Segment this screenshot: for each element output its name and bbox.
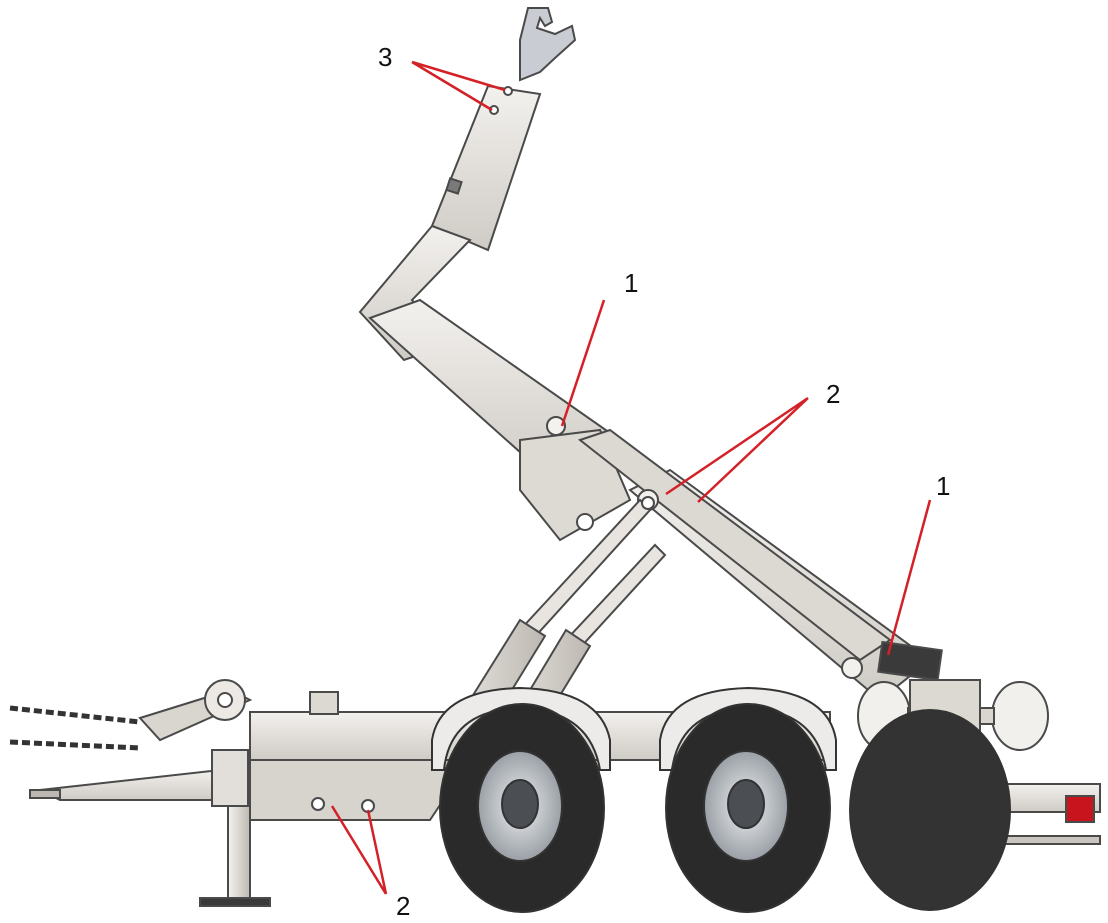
- boom-hole: [576, 513, 594, 531]
- leader-1-upper: [560, 299, 606, 427]
- callout-1-upper: 1: [624, 268, 638, 298]
- hook-column: [430, 84, 542, 252]
- tyre-far: [849, 709, 1011, 911]
- safety-chain-lower: [9, 739, 141, 751]
- hook-arm: [358, 7, 632, 542]
- leader-2-lower: [330, 805, 388, 895]
- callout-3: 3: [378, 42, 392, 72]
- rear-pivot: [841, 657, 863, 679]
- leader-3: [411, 60, 506, 112]
- grease-nipple: [503, 86, 513, 96]
- tail-light-right: [1065, 795, 1095, 823]
- chassis-lower-box: [249, 759, 472, 821]
- safety-chain-upper: [9, 705, 141, 725]
- support-leg-foot: [199, 897, 271, 907]
- leg-mount-plate: [211, 749, 249, 807]
- fender-front: [431, 686, 611, 771]
- hub-rear: [727, 779, 765, 829]
- boom-pivot-pin: [546, 416, 566, 436]
- chassis-bracket: [309, 691, 339, 715]
- rear-roller-bracket: [877, 640, 943, 682]
- leader-1-lower: [886, 499, 932, 656]
- tipping-frame: [577, 428, 943, 702]
- wheel-set: [431, 686, 1011, 913]
- callout-2-lower: 2: [396, 891, 410, 921]
- rear-roller-right: [991, 681, 1049, 751]
- cylinder-right-rod: [564, 543, 667, 652]
- drawbar-assembly: [9, 679, 271, 907]
- lower-grease-point: [311, 797, 325, 811]
- hook-tip: [519, 7, 577, 82]
- coupling-eye: [29, 789, 61, 799]
- tipping-frame-rail: [577, 428, 892, 662]
- leader-2-upper: [665, 396, 809, 503]
- column-slot: [445, 177, 463, 195]
- callout-2-upper: 2: [826, 379, 840, 409]
- callout-1-lower: 1: [936, 471, 950, 501]
- fender-rear: [659, 686, 837, 771]
- front-pulley-hub: [217, 692, 233, 708]
- callout-leaders: [330, 60, 932, 895]
- support-leg: [227, 799, 251, 901]
- hub-front: [501, 779, 539, 829]
- cylinder-top-pin: [641, 496, 655, 510]
- callout-labels: 3 1 2 1 2: [378, 42, 950, 921]
